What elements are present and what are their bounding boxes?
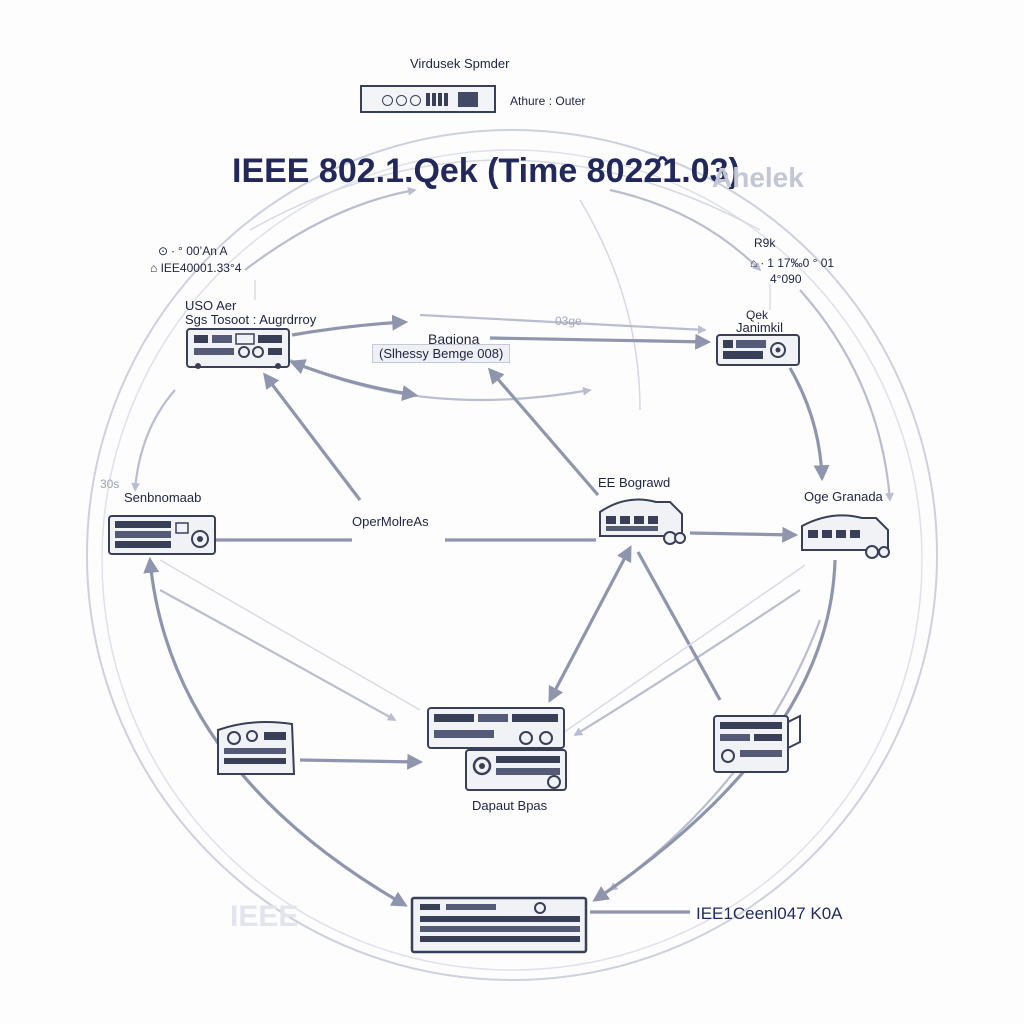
port-icon [396,95,407,106]
slot-icon [426,93,430,106]
annotation-top-right-1: R9k [754,236,776,250]
annotation-top-left-2: ⌂ IEE40001.33°4 [150,261,242,275]
left-lower-router-device[interactable] [212,716,302,782]
right-lower-router-device[interactable] [712,712,804,776]
center-node-label: OperMolreAs [352,514,429,529]
janimkil-label: Janimkil [736,320,783,335]
bagiona-label: Bagiona [428,331,480,347]
legend-label: Athure : Outer [510,94,586,108]
bagiona-sublabel: (Slhessy Bemge 008) [372,344,511,363]
annotation-top-right-2: ⌂ ∙ 1 17‰0 ° 01 [750,256,835,270]
slot-icon [432,93,436,106]
janimkil-label-top: Qek [746,308,769,322]
ee-bus-device[interactable] [596,492,690,548]
usa-router-label: USO Aer [185,298,237,313]
diagram-title-faded: Ahelek [712,162,804,193]
usa-router-sublabel: Sgs Tosoot : Augrdrroy [185,312,317,327]
module-icon [458,92,478,107]
senbnomaab-label: Senbnomaab [124,490,202,505]
oge-granada-device[interactable] [798,508,898,560]
annotation-top-left-1: ⊙ ∙ ° 00’An A [158,244,228,258]
legend-box [360,85,496,113]
link-arrows [143,314,837,914]
core-switch-label: IEE1Ceenl047 K0A [696,904,843,923]
dapaut-bpas-label: Dapaut Bpas [472,798,548,813]
oge-granada-label: Oge Granada [804,489,883,504]
port-icon [382,95,393,106]
annotation-top-right-3: 4°090 [770,272,802,286]
dapaut-bpas-device[interactable] [426,706,568,794]
slot-icon [438,93,442,106]
janimkil-router-device[interactable] [716,334,800,368]
annotation-center-faded: 03ge [555,314,582,328]
outer-ring [86,129,938,981]
diagram-title: IEEE 802.1.Qek (Time 8022̂1.03) [232,152,740,190]
slot-icon [444,93,448,106]
guide-lines [159,280,806,736]
usa-router-device[interactable] [186,328,290,370]
ee-bus-label: EE Bograwd [598,475,671,490]
top-label: Virdusek Spmder [410,56,510,71]
watermark-text: IEEE [230,900,299,933]
annotation-side-left: 30s [100,477,120,491]
core-switch-device[interactable] [410,896,590,956]
senbnomaab-device[interactable] [108,515,216,557]
port-icon [410,95,421,106]
